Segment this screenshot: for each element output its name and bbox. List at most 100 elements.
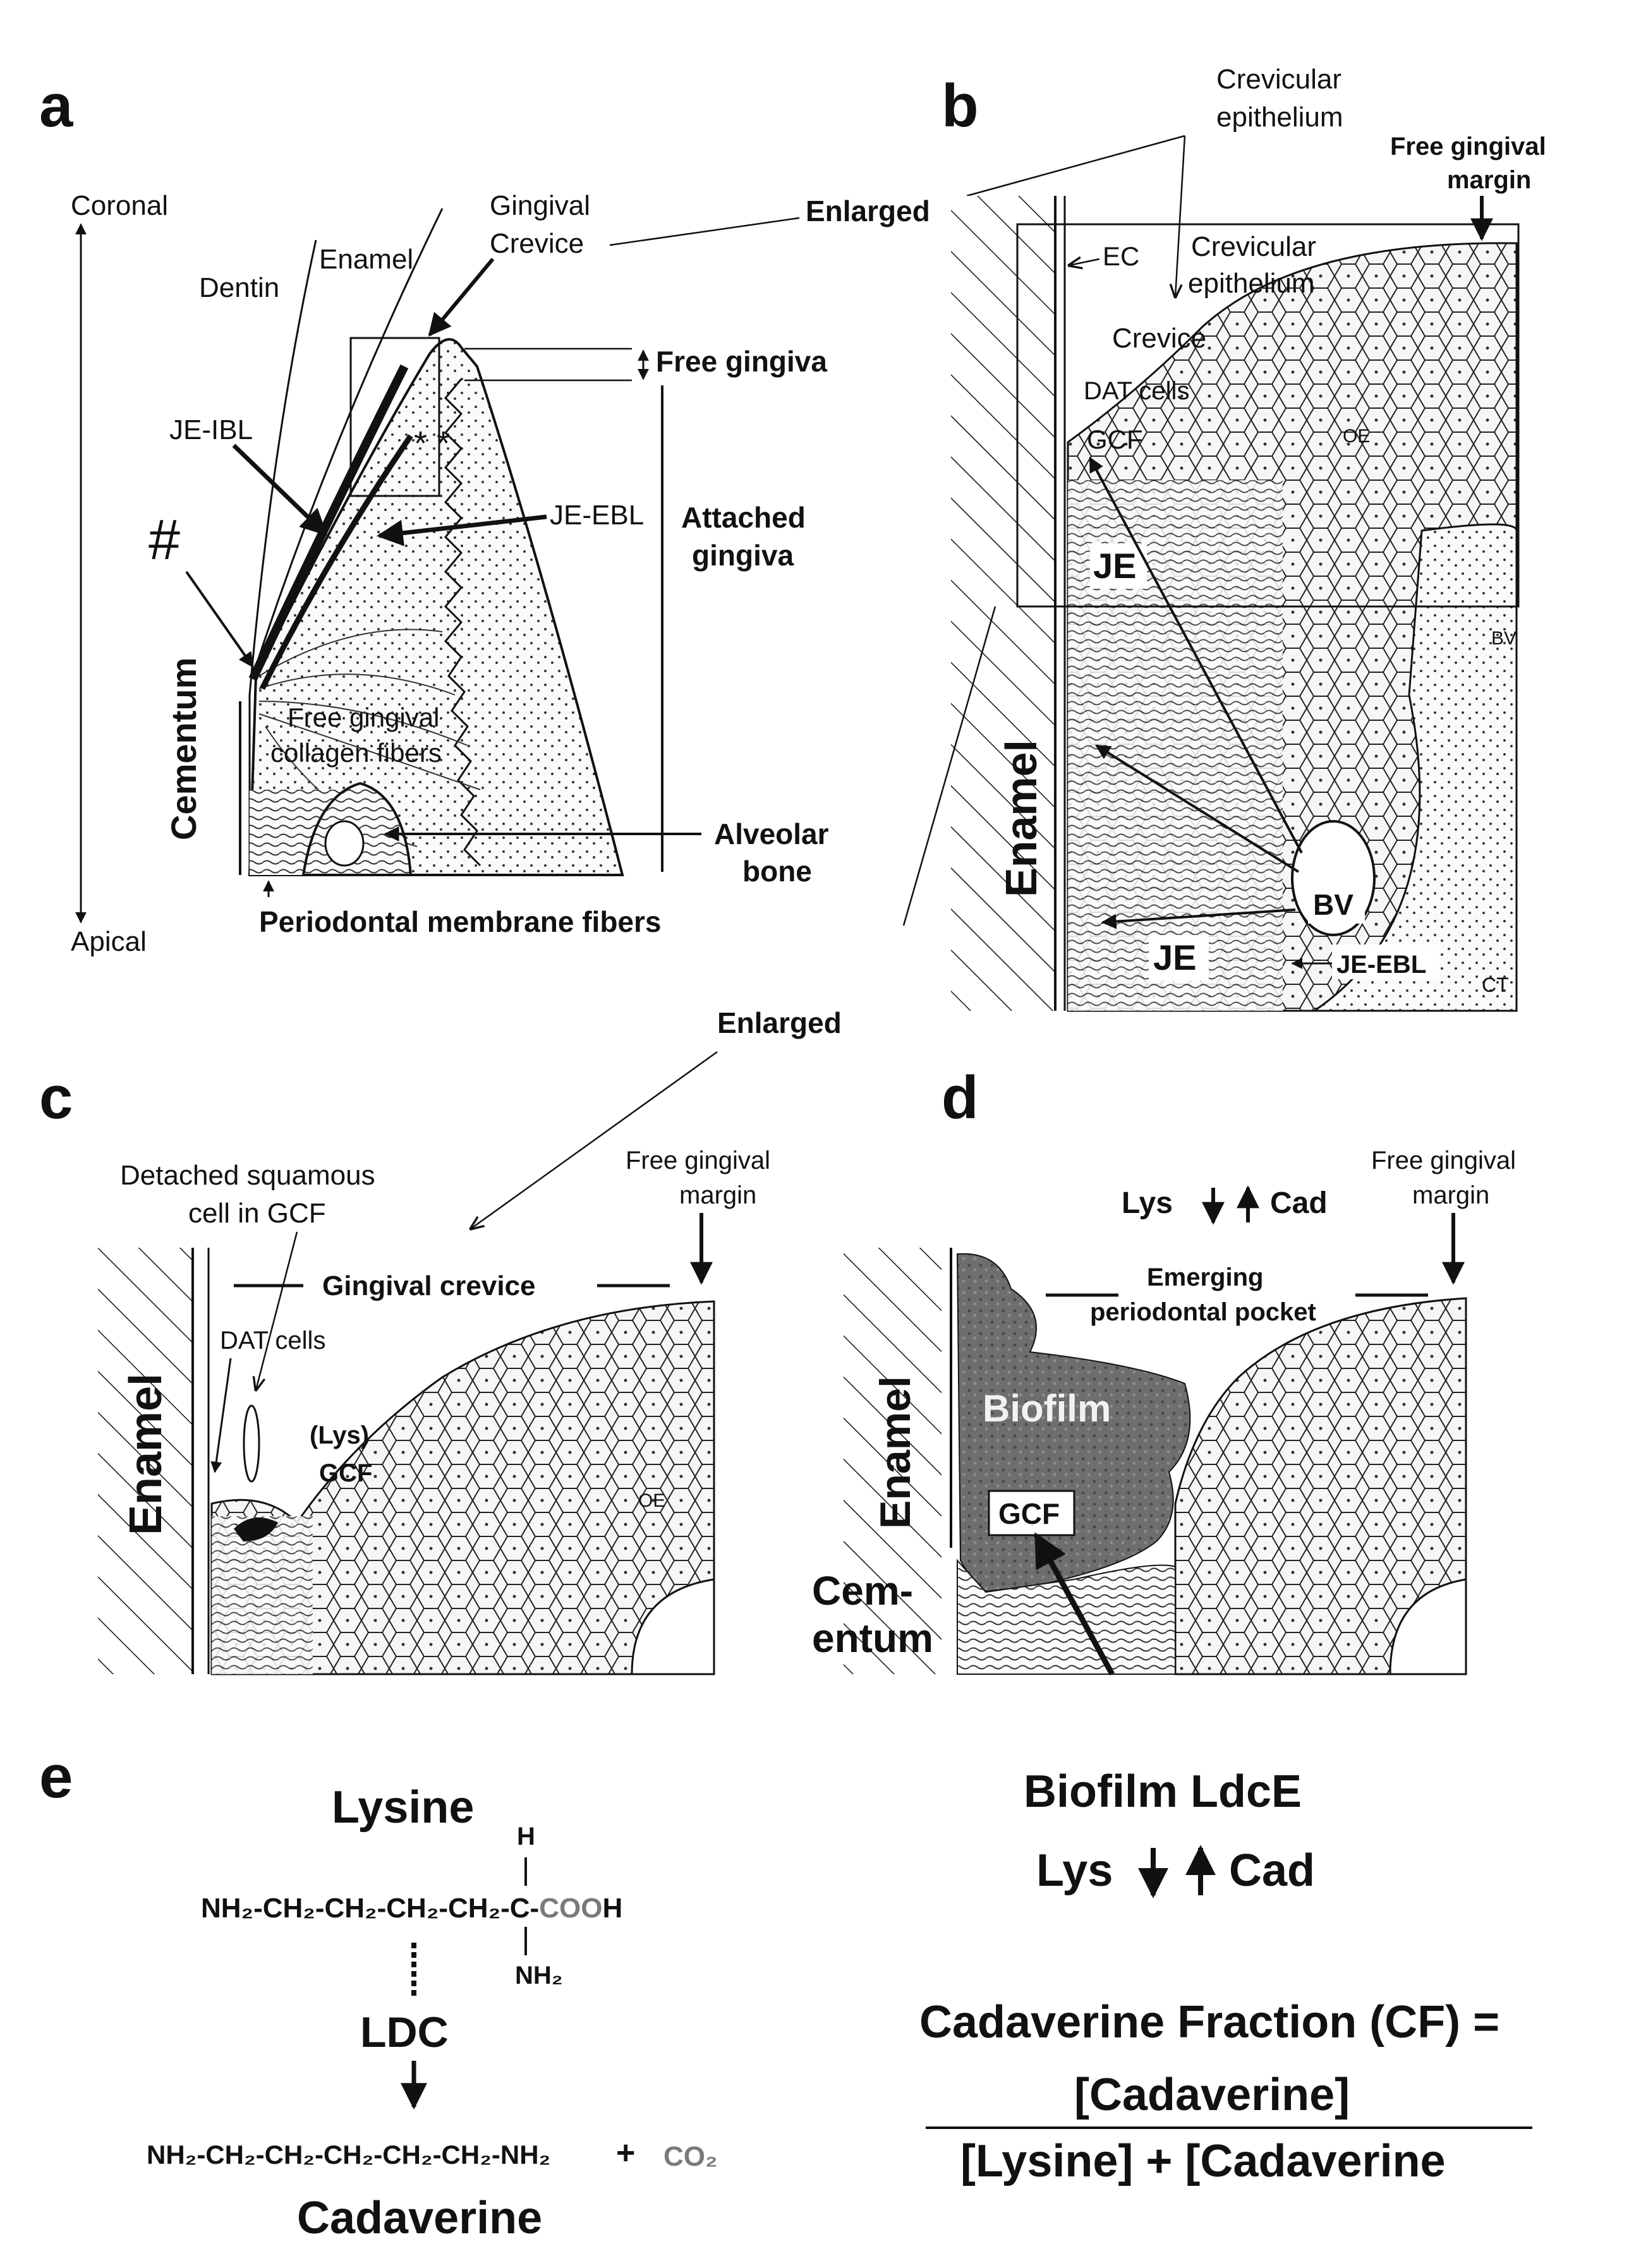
crev-epi-line-1 bbox=[966, 135, 1185, 197]
crev-epi-label-1: Crevicular bbox=[1191, 231, 1316, 262]
gcf-box-d bbox=[988, 1490, 1075, 1536]
lys-label-c: (Lys) bbox=[310, 1421, 369, 1449]
formula-coo: COO bbox=[539, 1893, 602, 1924]
inset-box-a bbox=[349, 337, 440, 497]
alveolar-label-2: bone bbox=[742, 855, 812, 888]
gcf-label-c: GCF bbox=[319, 1459, 372, 1487]
crev-epi-label-2: epithelium bbox=[1188, 268, 1315, 299]
inset-box-b bbox=[1016, 223, 1520, 608]
asterisks: * * bbox=[414, 425, 450, 462]
fgm-b-2: margin bbox=[1447, 166, 1531, 194]
bv-low-bg bbox=[1308, 884, 1365, 924]
lysine-title: Lysine bbox=[332, 1782, 474, 1833]
bone-marrow bbox=[324, 820, 365, 867]
detached-cell bbox=[243, 1404, 260, 1483]
enlarged-mid-label: Enlarged bbox=[717, 1006, 842, 1039]
je-low-bg bbox=[1149, 935, 1209, 980]
coronal-label: Coronal bbox=[71, 190, 168, 221]
je-label-b: JE bbox=[1093, 546, 1137, 586]
cf-denominator: [Lysine] + [Cadaverine bbox=[960, 2136, 1446, 2187]
gingival-label: Gingival bbox=[490, 190, 590, 221]
enlarged-top-label: Enlarged bbox=[806, 195, 930, 227]
gingiva-tissue bbox=[248, 338, 624, 876]
crev-epi-line-2 bbox=[1175, 135, 1186, 297]
crevice-pointer bbox=[428, 258, 495, 337]
je-label-bg bbox=[1090, 543, 1147, 589]
crev-epi-top-2: epithelium bbox=[1216, 102, 1343, 133]
je-ebl-band bbox=[259, 434, 413, 691]
emerging-label-1: Emerging bbox=[1147, 1264, 1263, 1291]
collagen-fibers bbox=[258, 629, 481, 847]
nh2-group: NH₂ bbox=[515, 1962, 563, 1989]
lysine-formula: NH₂-CH₂-CH₂-CH₂-CH₂-C-COOH bbox=[201, 1893, 622, 1924]
cementum-fibers-d bbox=[957, 1559, 1176, 1675]
fgm-d-1: Free gingival bbox=[1371, 1147, 1516, 1174]
ct-corner-c bbox=[631, 1578, 715, 1675]
dat-label-c: DAT cells bbox=[220, 1327, 325, 1354]
ldc-label: LDC bbox=[360, 2008, 449, 2056]
dat-pointer-c bbox=[210, 1358, 232, 1473]
dentin-line bbox=[248, 239, 317, 875]
je-low-label: JE bbox=[1153, 938, 1197, 977]
ct-corner-d bbox=[1389, 1578, 1467, 1675]
cem-label-1: Cem- bbox=[812, 1568, 913, 1614]
cadaverine-formula: NH₂-CH₂-CH₂-CH₂-CH₂-CH₂-NH₂ bbox=[147, 2140, 550, 2169]
dentin-label: Dentin bbox=[199, 272, 279, 303]
je-ibl-label: JE-IBL bbox=[169, 414, 253, 445]
rete-pegs bbox=[444, 378, 481, 867]
bv-to-je-low-arrow bbox=[1101, 908, 1296, 929]
je-ibl-pointer bbox=[232, 443, 328, 536]
je-ebl-bg bbox=[1332, 944, 1439, 979]
enamel-hatch-c bbox=[98, 1248, 193, 1674]
lys-label-e: Lys bbox=[1036, 1845, 1113, 1896]
hash-label: # bbox=[148, 509, 180, 572]
gingival-crevice-label: Gingival crevice bbox=[322, 1270, 536, 1301]
oe-label-b: OE bbox=[1343, 426, 1370, 447]
cf-numerator: [Cadaverine] bbox=[1074, 2070, 1350, 2120]
crevice-label: Crevice bbox=[490, 228, 584, 259]
fgm-b-1: Free gingival bbox=[1390, 133, 1546, 160]
enamel-label-a: Enamel bbox=[319, 244, 413, 275]
formula-main: NH₂-CH₂-CH₂-CH₂-CH₂-C- bbox=[201, 1893, 539, 1924]
enamel-label-b: Enamel bbox=[996, 740, 1046, 897]
panel-label-e: e bbox=[39, 1743, 73, 1811]
lys-label-d: Lys bbox=[1122, 1186, 1173, 1220]
gcf-fluid-c bbox=[234, 1517, 278, 1541]
tissue-c bbox=[210, 1300, 715, 1675]
ec-pointer bbox=[1069, 259, 1100, 265]
fgcf-label-1: Free gingival bbox=[288, 703, 439, 732]
cadaverine-title: Cadaverine bbox=[297, 2193, 542, 2243]
attached-label-2: gingiva bbox=[692, 539, 794, 572]
detached-pointer bbox=[256, 1231, 298, 1390]
panel-label-c: c bbox=[39, 1064, 73, 1131]
enlarged-link-bc bbox=[902, 606, 996, 926]
panel-a: a Coronal Apical * * Dentin Enamel Gingi… bbox=[39, 72, 930, 957]
ct-label-b: CT bbox=[1482, 974, 1509, 996]
gcf-label-b: GCF bbox=[1087, 425, 1143, 454]
fgm-d-2: margin bbox=[1412, 1181, 1489, 1209]
je-ebl-pointer bbox=[376, 514, 547, 546]
detached-label-2: cell in GCF bbox=[188, 1198, 326, 1229]
panel-label-b: b bbox=[942, 72, 979, 140]
enamel-label-d: Enamel bbox=[871, 1376, 919, 1529]
pmf-label: Periodontal membrane fibers bbox=[259, 905, 662, 938]
oe-label-c: OE bbox=[638, 1490, 665, 1511]
hash-pointer bbox=[185, 570, 254, 668]
crev-epi-top-1: Crevicular bbox=[1216, 64, 1341, 95]
fgm-c-1: Free gingival bbox=[626, 1147, 770, 1174]
panel-b: b Crevicular epithelium Free gingival ma… bbox=[942, 64, 1546, 1012]
panel-d: d Lys Cad Free gingival margin Emerging … bbox=[812, 1064, 1516, 1676]
cad-label-d: Cad bbox=[1270, 1186, 1328, 1220]
co2-label: CO₂ bbox=[663, 2141, 718, 2172]
h-atom: H bbox=[517, 1823, 535, 1850]
gcf-label-d: GCF bbox=[998, 1497, 1060, 1530]
bv-label-b: BV bbox=[1491, 628, 1517, 649]
free-gingiva-label: Free gingiva bbox=[656, 345, 827, 378]
cf-title: Cadaverine Fraction (CF) = bbox=[919, 1997, 1499, 2048]
je-ibl-band bbox=[248, 364, 409, 681]
ec-label: EC bbox=[1103, 241, 1139, 271]
biofilm-label: Biofilm bbox=[983, 1387, 1111, 1430]
emerging-label-2: periodontal pocket bbox=[1090, 1298, 1316, 1326]
enlarged-mid-line bbox=[471, 1051, 718, 1229]
